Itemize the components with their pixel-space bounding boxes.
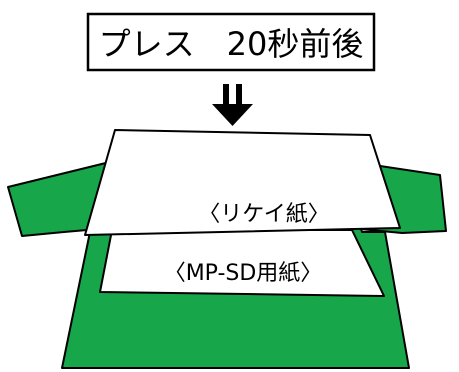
mp-sd-paper-label: 〈MP-SD用紙〉: [164, 261, 323, 286]
arrow-head: [212, 104, 253, 126]
header-text: プレス 20秒前後: [99, 25, 364, 63]
rikei-paper-label: 〈リケイ紙〉: [198, 202, 330, 227]
instruction-header: プレス 20秒前後: [86, 12, 376, 72]
header-box: [86, 12, 376, 72]
arrow-left-shaft: [223, 84, 229, 110]
double-down-arrow-icon: [212, 84, 253, 126]
mp-sd-paper: 〈MP-SD用紙〉: [99, 229, 385, 297]
rikei-paper-sheet: [84, 129, 401, 236]
arrow-right-shaft: [236, 84, 242, 110]
rikei-paper: 〈リケイ紙〉: [84, 129, 401, 236]
